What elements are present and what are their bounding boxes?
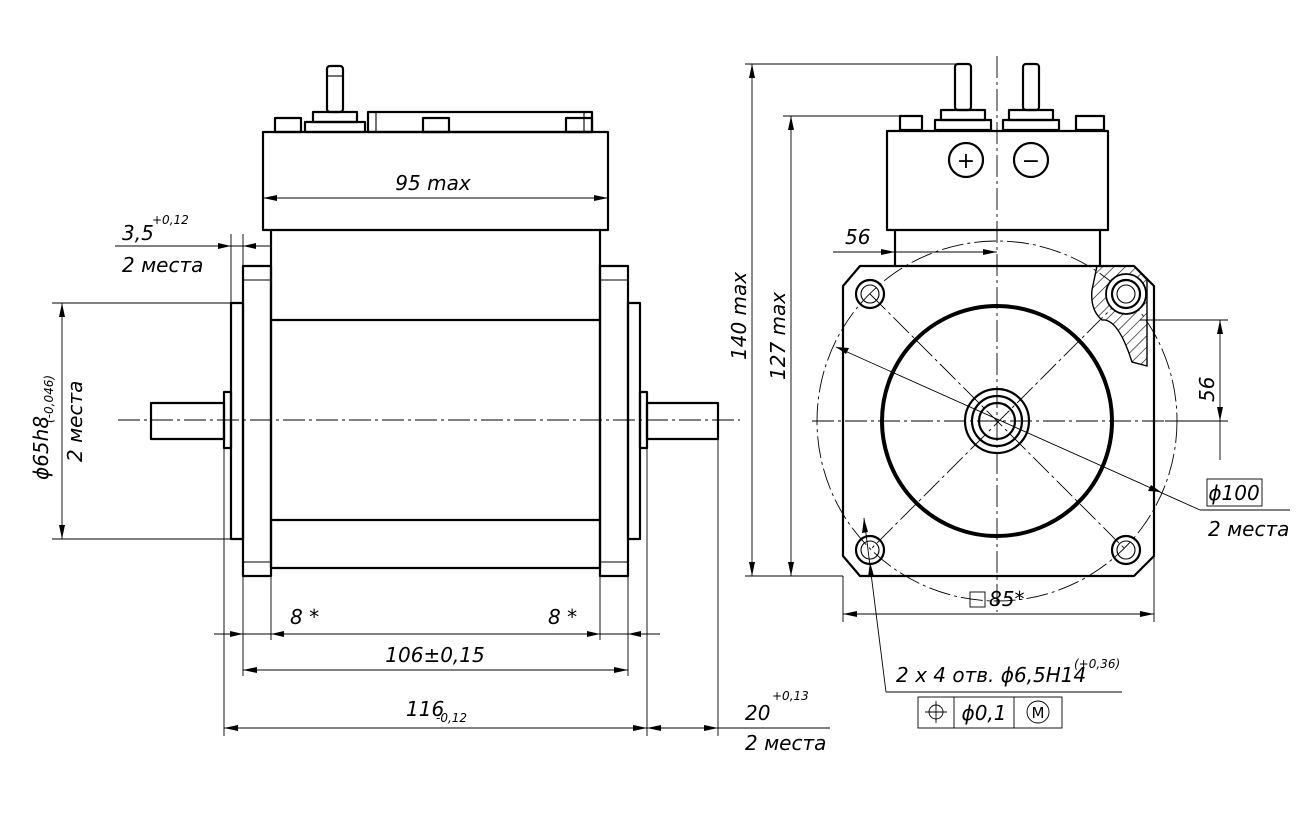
- dim-85: 85*: [842, 556, 1155, 622]
- terminal-plus: +: [947, 141, 985, 179]
- holes-leader: 2 х 4 отв. ϕ6,5H14 (+0,36): [862, 517, 1122, 693]
- diagonal-centerline-b: [869, 293, 1127, 551]
- dim-56-top: 56: [833, 225, 997, 255]
- left-shaft: [149, 401, 226, 441]
- dim-127-max-text: 127 max: [766, 292, 790, 380]
- dim-56-right-text: 56: [1195, 377, 1219, 402]
- dim-3-5: 3,5 +0,12 2 места: [115, 213, 270, 303]
- dim-116-text: 116: [406, 697, 444, 721]
- dim-56-top-text: 56: [845, 225, 870, 249]
- dim-3-5-text: 3,5: [122, 221, 154, 245]
- dim-phi100-text: ϕ100: [1208, 481, 1259, 505]
- dim-106: 106±0,15: [243, 643, 628, 673]
- dim-85-text: 85*: [989, 587, 1024, 611]
- tolerance-modifier-text: M: [1032, 704, 1045, 722]
- tolerance-frame: ϕ0,1 M: [917, 696, 1063, 729]
- mounting-holes: [854, 278, 1142, 566]
- right-flange: [598, 264, 649, 578]
- dim-140-max: 140 max: [727, 63, 970, 577]
- dim-95-max: 95 max: [263, 171, 608, 201]
- dim-8-left-text: 8 *: [290, 605, 319, 629]
- shaft-end: [963, 387, 1031, 455]
- terminal-stud: [303, 64, 367, 134]
- dim-106-text: 106±0,15: [385, 643, 484, 667]
- pilot-boss: [880, 304, 1114, 538]
- dim-8-flanges: 8 * 8 *: [214, 605, 660, 637]
- dim-phi65: ϕ65h8 (-0,046) 2 места: [29, 302, 231, 540]
- terminal-minus-text: −: [1022, 149, 1040, 174]
- dim-116-tol: -0,12: [436, 711, 467, 725]
- dim-phi65-note: 2 места: [63, 381, 87, 462]
- side-view: 95 max 3,5 +0,12 2 места ϕ65h8 (-0,046) …: [29, 64, 830, 755]
- right-shaft: [645, 401, 720, 441]
- dim-phi100-note: 2 места: [1208, 517, 1289, 541]
- dim-56-right: 56: [1140, 319, 1228, 460]
- position-symbol-icon: [925, 701, 947, 723]
- front-view: + −: [727, 56, 1290, 729]
- terminal-minus: −: [1012, 141, 1050, 179]
- dim-8-right-text: 8 *: [548, 605, 577, 629]
- driver-box-front: [885, 129, 1110, 232]
- motor-body-side: [269, 228, 602, 570]
- left-flange: [222, 264, 273, 578]
- driver-box: [261, 130, 610, 232]
- dim-95-max-text: 95 max: [395, 171, 471, 195]
- terminal-studs-front: [898, 62, 1106, 132]
- holes-note-text: 2 х 4 отв. ϕ6,5H14: [896, 663, 1086, 687]
- dim-127-max: 127 max: [766, 115, 900, 576]
- dim-20-tol: +0,13: [772, 689, 809, 703]
- extension-lines-bottom: [223, 439, 719, 736]
- dim-116-20: 116 -0,12 20 +0,13 2 места: [224, 689, 830, 755]
- dim-phi65-tol: (-0,046): [42, 375, 56, 423]
- dim-140-max-text: 140 max: [727, 272, 751, 360]
- dim-3-5-note: 2 места: [122, 253, 203, 277]
- dim-20-text: 20: [745, 701, 770, 725]
- holes-tol-text: (+0,36): [1074, 657, 1120, 671]
- dim-20-note: 2 места: [745, 731, 826, 755]
- dim-phi100: ϕ100 2 места: [835, 346, 1290, 541]
- terminal-plus-text: +: [957, 149, 975, 174]
- dim-3-5-tol: +0,12: [152, 213, 189, 227]
- modifier-circle: [1026, 700, 1050, 724]
- tolerance-value-text: ϕ0,1: [962, 701, 1007, 725]
- dim-phi65-text: ϕ65h8: [29, 416, 53, 480]
